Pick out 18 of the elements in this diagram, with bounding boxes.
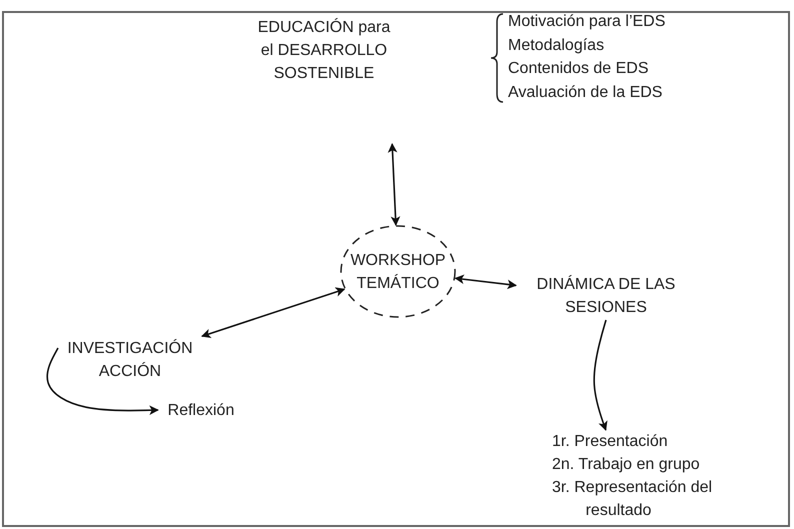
list-item: Contenidos de EDS (508, 59, 649, 79)
arrow (201, 287, 346, 338)
list-item: 1r. Presentación (552, 432, 669, 452)
node-text: Reflexión (168, 400, 234, 420)
list-item: 3r. Representación del resultado (552, 478, 714, 521)
node-text: WORKSHOP TEMÁTICO (349, 250, 447, 294)
list-item: Avaluación de la EDS (508, 82, 662, 102)
arrow (593, 320, 608, 431)
arrow (388, 143, 400, 226)
list-item: Motivación para l’EDS (508, 12, 666, 32)
node-text: INVESTIGACIÓN ACCIÓN (66, 338, 194, 382)
arrow (454, 274, 517, 290)
dashed-ellipse (340, 225, 456, 318)
node-text: DINÁMICA DE LAS SESIONES (536, 274, 676, 318)
list-item: 2n. Trabajo en grupo (552, 455, 700, 475)
node-text: EDUCACIÓN para el DESARROLLO SOSTENIBLE (256, 17, 392, 84)
arrow (46, 348, 159, 416)
list-item: Metodalogías (508, 36, 604, 56)
